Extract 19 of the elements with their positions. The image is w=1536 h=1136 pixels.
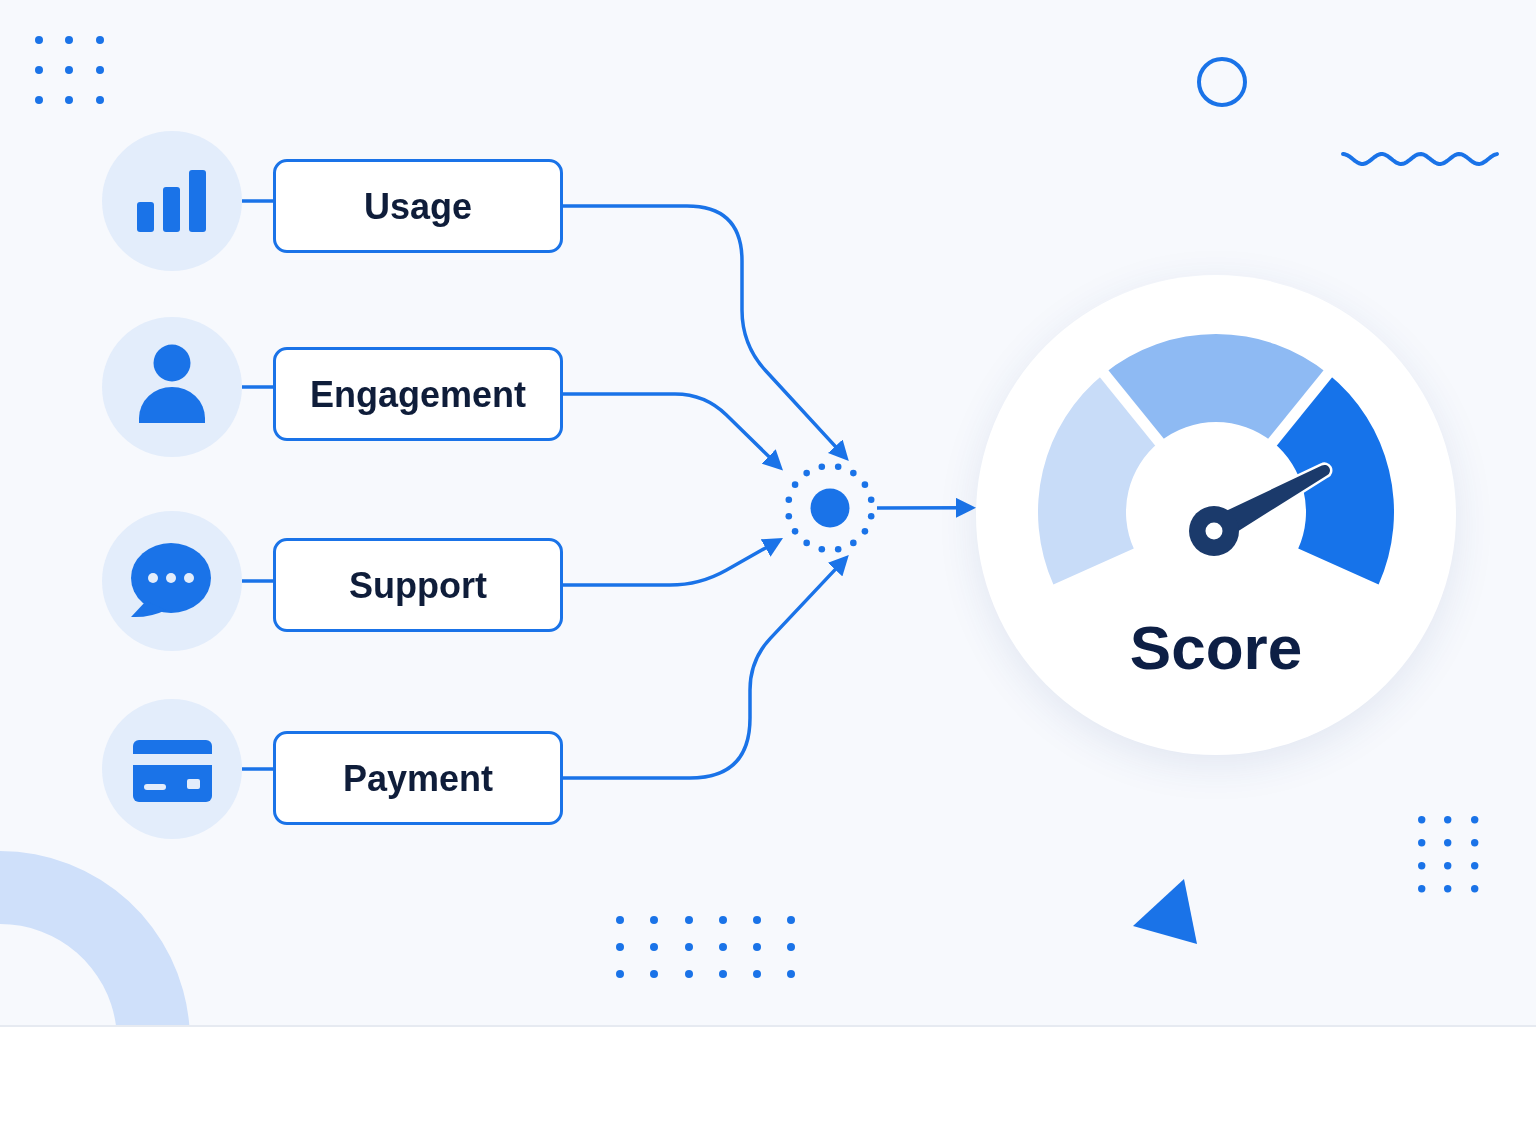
arrow — [563, 204, 849, 461]
connector-line — [242, 199, 273, 203]
category-box: Usage — [273, 159, 563, 253]
connector-line — [242, 767, 273, 771]
connector-line — [242, 385, 273, 389]
dotted-ring-dot-icon — [783, 461, 877, 555]
category-box: Support — [273, 538, 563, 632]
arrow — [877, 497, 976, 518]
credit-card-icon — [102, 699, 242, 839]
chat-bubble-icon — [102, 511, 242, 651]
connector-line — [242, 579, 273, 583]
score-label: Score — [1129, 617, 1303, 679]
arrow — [563, 538, 783, 587]
arrow — [563, 555, 849, 780]
person-icon — [102, 317, 242, 457]
bar-chart-icon — [102, 131, 242, 271]
category-box: Payment — [273, 731, 563, 825]
arrow — [563, 392, 783, 471]
category-box: Engagement — [273, 347, 563, 441]
